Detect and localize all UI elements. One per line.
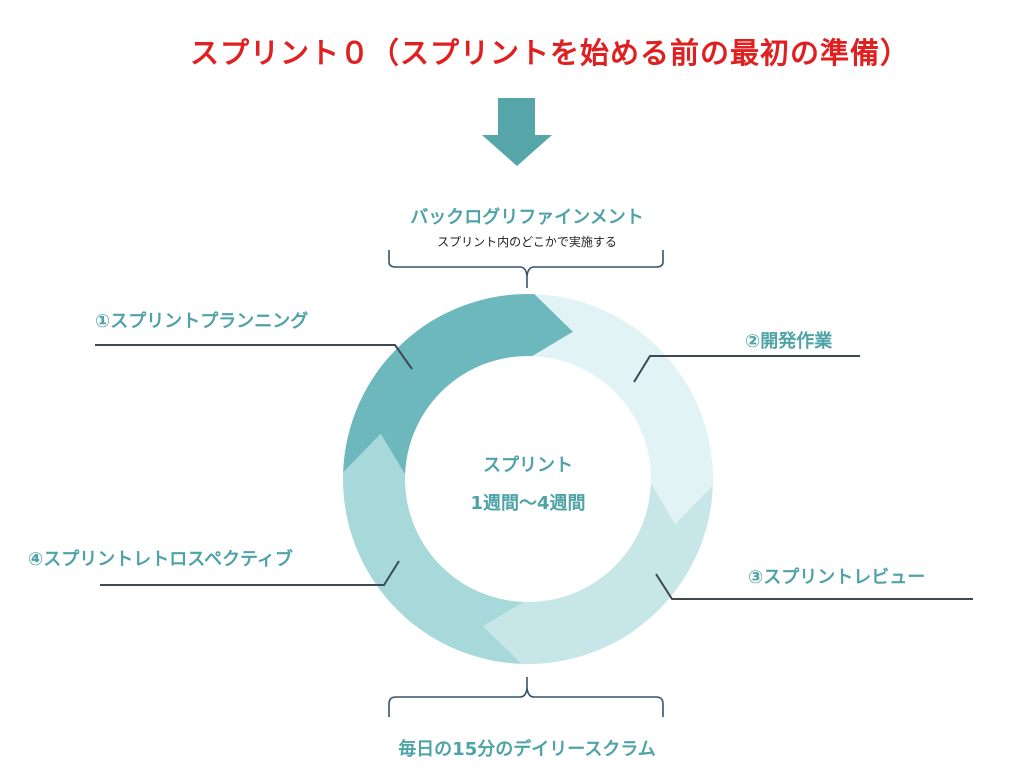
- down-arrow-icon: [482, 98, 552, 166]
- leader-line-1: [95, 344, 413, 370]
- backlog-refinement-note: スプリント内のどこかで実施する: [437, 235, 617, 249]
- backlog-brace: [388, 250, 664, 288]
- leader-line-4: [100, 560, 400, 586]
- daily-scrum-label: 毎日の15分のデイリースクラム: [398, 739, 656, 760]
- center-duration-label: 1週間〜4週間: [470, 493, 586, 514]
- backlog-refinement-title: バックログリファインメント: [410, 207, 644, 228]
- step-retrospective-label: ④スプリントレトロスペクティブ: [28, 549, 293, 570]
- ring-segment-arrow-3: [482, 483, 713, 665]
- leader-line-2: [633, 355, 860, 383]
- step-planning-label: ①スプリントプランニング: [95, 311, 309, 332]
- step-review-label: ③スプリントレビュー: [748, 567, 926, 588]
- leader-line-3: [655, 573, 973, 600]
- step-development-label: ②開発作業: [745, 331, 833, 352]
- center-sprint-label: スプリント: [483, 455, 573, 476]
- daily-brace: [388, 677, 664, 717]
- page-title: スプリント０（スプリントを始める前の最初の準備）: [189, 36, 910, 70]
- ring-segment-arrow-4: [342, 433, 524, 664]
- ring-segment-arrow-2: [532, 294, 713, 525]
- ring-segment-arrow-1: [343, 294, 574, 475]
- sprint-cycle-ring: [342, 294, 713, 665]
